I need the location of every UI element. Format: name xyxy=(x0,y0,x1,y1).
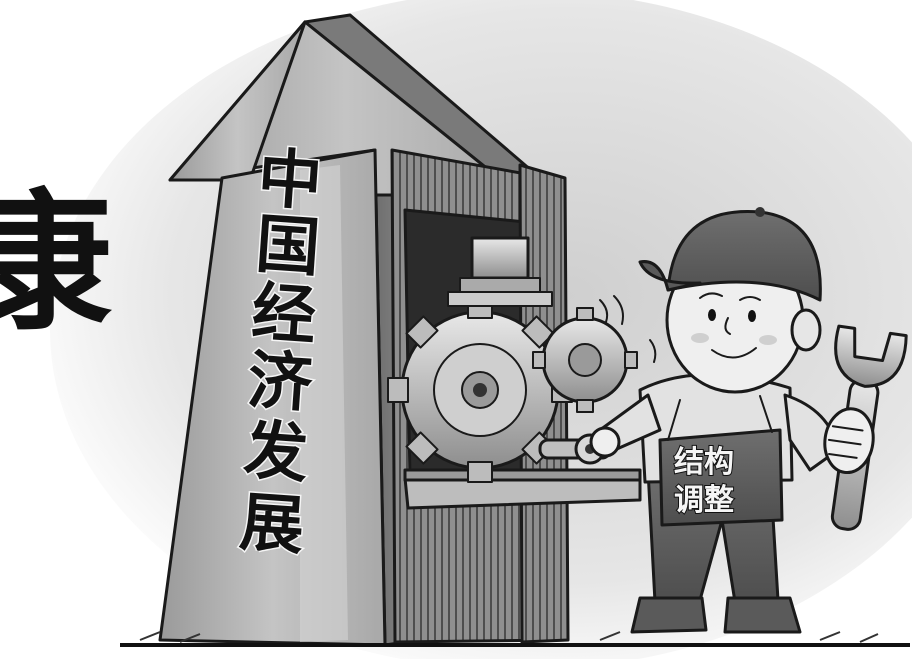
arrow-char-6: 展 xyxy=(237,486,306,564)
arrow-char-3: 经 xyxy=(249,276,318,354)
overalls-label-line2: 调整 xyxy=(674,483,734,518)
ground-shading xyxy=(120,631,910,647)
gear-icon xyxy=(387,236,657,483)
overalls-label-line1: 结构 xyxy=(674,445,734,480)
partial-title-char: 康 xyxy=(0,175,112,351)
arrow-char-2: 国 xyxy=(253,208,322,286)
worker-figure: 结构 调整 xyxy=(589,207,840,634)
arrow-char-4: 济 xyxy=(245,344,315,422)
wrench-icon xyxy=(823,324,908,531)
arrow-char-1: 中 xyxy=(255,142,324,220)
arrow-char-5: 发 xyxy=(241,414,310,492)
arrow-text-column: 中 国 经 济 发 展 xyxy=(236,140,326,565)
